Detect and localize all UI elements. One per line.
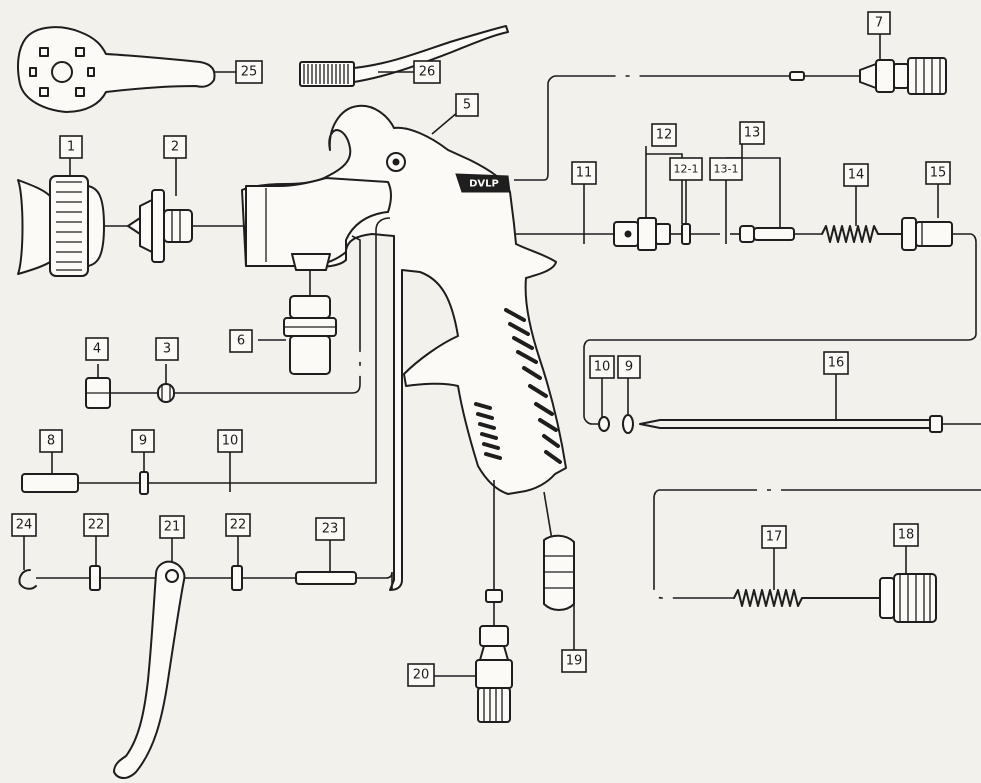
callout-12: 12 — [651, 123, 677, 147]
svg-text:9: 9 — [625, 360, 633, 375]
needle-spring-knob-row — [653, 489, 981, 623]
callout-26: 26 — [413, 60, 441, 84]
callout-18: 18 — [893, 523, 919, 547]
callout-16: 16 — [823, 351, 849, 375]
fluid-nozzle-part — [127, 189, 246, 263]
svg-text:10: 10 — [222, 434, 239, 449]
svg-text:12: 12 — [656, 128, 673, 143]
callout-23: 23 — [315, 517, 345, 541]
fluid-needle-row — [598, 414, 981, 434]
callout-12-1: 12-1 — [669, 157, 703, 181]
callout-1: 1 — [59, 135, 83, 159]
svg-text:2: 2 — [171, 140, 179, 155]
callout-8: 8 — [39, 429, 63, 453]
callout-6: 6 — [229, 329, 253, 353]
callout-4: 4 — [85, 337, 109, 361]
svg-text:13-1: 13-1 — [714, 163, 739, 176]
svg-text:21: 21 — [164, 520, 181, 535]
svg-text:26: 26 — [419, 65, 436, 80]
svg-text:20: 20 — [413, 668, 430, 683]
trigger-pin-row — [18, 565, 393, 591]
gun-body: DVLP — [241, 104, 567, 591]
callout-20: 20 — [407, 663, 435, 687]
callout-14: 14 — [843, 163, 869, 187]
valve-stem-row — [21, 217, 391, 495]
callout-10-stem: 10 — [217, 429, 243, 453]
svg-text:13: 13 — [744, 126, 761, 141]
svg-text:1: 1 — [67, 140, 75, 155]
callout-25: 25 — [235, 60, 263, 84]
svg-text:22: 22 — [230, 518, 247, 533]
callout-22-left: 22 — [83, 513, 109, 537]
air-inlet-part — [475, 480, 513, 723]
svg-text:23: 23 — [322, 522, 339, 537]
callout-21: 21 — [159, 515, 185, 539]
svg-text:12-1: 12-1 — [674, 163, 699, 176]
svg-text:11: 11 — [576, 166, 593, 181]
callout-10-needle: 10 — [589, 355, 615, 379]
callout-13: 13 — [739, 121, 765, 145]
air-adjust-valve-part — [543, 491, 575, 611]
callout-3: 3 — [155, 337, 179, 361]
callout-15: 15 — [925, 161, 951, 185]
callout-9-needle: 9 — [617, 355, 641, 379]
svg-text:15: 15 — [930, 166, 947, 181]
svg-text:9: 9 — [139, 434, 147, 449]
cleaning-brush-part — [299, 25, 509, 87]
svg-text:25: 25 — [241, 65, 258, 80]
callout-leaders — [23, 34, 939, 677]
spanner-wrench-part — [17, 26, 236, 113]
svg-text:3: 3 — [163, 342, 171, 357]
svg-text:4: 4 — [93, 342, 101, 357]
svg-text:24: 24 — [16, 518, 33, 533]
svg-text:17: 17 — [766, 530, 783, 545]
callout-9-stem: 9 — [131, 429, 155, 453]
svg-text:6: 6 — [237, 334, 245, 349]
callout-5: 5 — [455, 93, 479, 117]
cap-screw-row — [85, 235, 361, 409]
callout-labels: 1 2 3 4 5 6 7 8 — [11, 11, 951, 687]
callout-17: 17 — [761, 525, 787, 549]
svg-text:16: 16 — [828, 356, 845, 371]
svg-text:22: 22 — [88, 518, 105, 533]
svg-text:19: 19 — [566, 654, 583, 669]
svg-text:5: 5 — [463, 98, 471, 113]
packing-assembly-row — [516, 217, 977, 425]
trigger-part — [113, 560, 186, 779]
grip-ridges-left-icon — [474, 402, 502, 460]
callout-13-1: 13-1 — [709, 157, 743, 181]
svg-text:7: 7 — [875, 16, 883, 31]
grip-ridges-right-icon — [504, 308, 562, 464]
air-cap-ring-part — [17, 175, 128, 277]
callout-24: 24 — [11, 513, 37, 537]
svg-text:18: 18 — [898, 528, 915, 543]
callout-7: 7 — [867, 11, 891, 35]
fluid-inlet-part — [283, 270, 337, 375]
callout-2: 2 — [163, 135, 187, 159]
svg-text:10: 10 — [594, 360, 611, 375]
air-cap-fitting-part — [514, 57, 947, 181]
callout-22-right: 22 — [225, 513, 251, 537]
body-logo: DVLP — [469, 179, 499, 190]
callout-11: 11 — [571, 161, 597, 185]
svg-text:14: 14 — [848, 168, 865, 183]
callout-19: 19 — [561, 649, 587, 673]
svg-text:8: 8 — [47, 434, 55, 449]
